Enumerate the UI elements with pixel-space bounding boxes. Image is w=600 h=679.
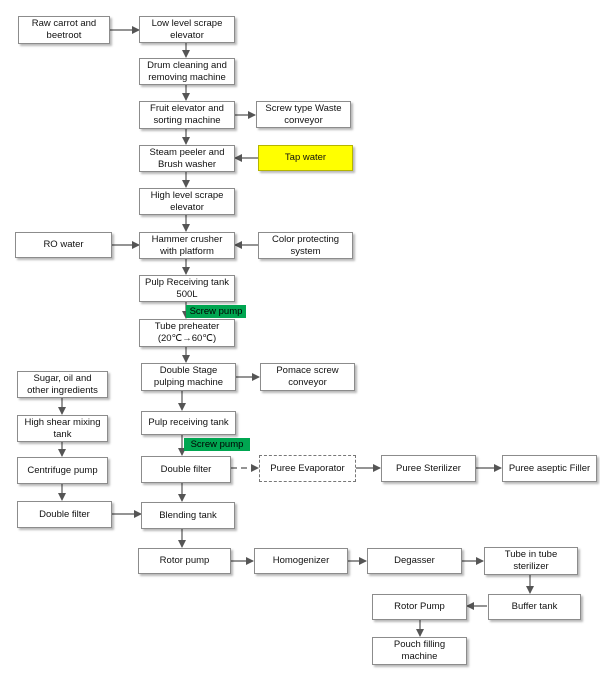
node-fruit-elevator: Fruit elevator and sorting machine: [139, 101, 235, 129]
node-hammer-crusher: Hammer crusher with platform: [139, 232, 235, 259]
node-high-scrape-elevator: High level scrape elevator: [139, 188, 235, 215]
node-blending-tank: Blending tank: [141, 502, 235, 529]
node-double-stage-pulping: Double Stage pulping machine: [141, 363, 236, 391]
node-puree-sterilizer: Puree Sterilizer: [381, 455, 476, 482]
node-high-shear-mixing: High shear mixing tank: [17, 415, 108, 442]
node-pouch-filling: Pouch filling machine: [372, 637, 467, 665]
node-degasser: Degasser: [367, 548, 462, 574]
node-centrifuge-pump: Centrifuge pump: [17, 457, 108, 484]
node-color-protecting: Color protecting system: [258, 232, 353, 259]
node-ro-water: RO water: [15, 232, 112, 258]
node-sugar-oil-ingredients: Sugar, oil and other ingredients: [17, 371, 108, 398]
node-drum-cleaning: Drum cleaning and removing machine: [139, 58, 235, 85]
node-rotor-pump-2: Rotor Pump: [372, 594, 467, 620]
node-steam-peeler: Steam peeler and Brush washer: [139, 145, 235, 172]
node-low-scrape-elevator: Low level scrape elevator: [139, 16, 235, 43]
node-homogenizer: Homogenizer: [254, 548, 348, 574]
node-pulp-receiving-tank: Pulp receiving tank: [141, 411, 236, 435]
label-screw-pump-1: Screw pump: [186, 305, 246, 318]
node-puree-aseptic-filler: Puree aseptic Filler: [502, 455, 597, 482]
node-buffer-tank: Buffer tank: [488, 594, 581, 620]
node-tap-water: Tap water: [258, 145, 353, 171]
node-double-filter: Double filter: [141, 456, 231, 483]
node-pomace-screw-conveyor: Pomace screw conveyor: [260, 363, 355, 391]
node-puree-evaporator: Puree Evaporator: [259, 455, 356, 482]
node-screw-waste-conveyor: Screw type Waste conveyor: [256, 101, 351, 128]
node-double-filter-left: Double filter: [17, 501, 112, 528]
node-raw-carrot: Raw carrot and beetroot: [18, 16, 110, 44]
node-rotor-pump: Rotor pump: [138, 548, 231, 574]
label-screw-pump-2: Screw pump: [184, 438, 250, 451]
node-tube-in-tube-sterilizer: Tube in tube sterilizer: [484, 547, 578, 575]
node-tube-preheater: Tube preheater (20℃→60℃): [139, 319, 235, 347]
node-pulp-receiving-500l: Pulp Receiving tank 500L: [139, 275, 235, 302]
